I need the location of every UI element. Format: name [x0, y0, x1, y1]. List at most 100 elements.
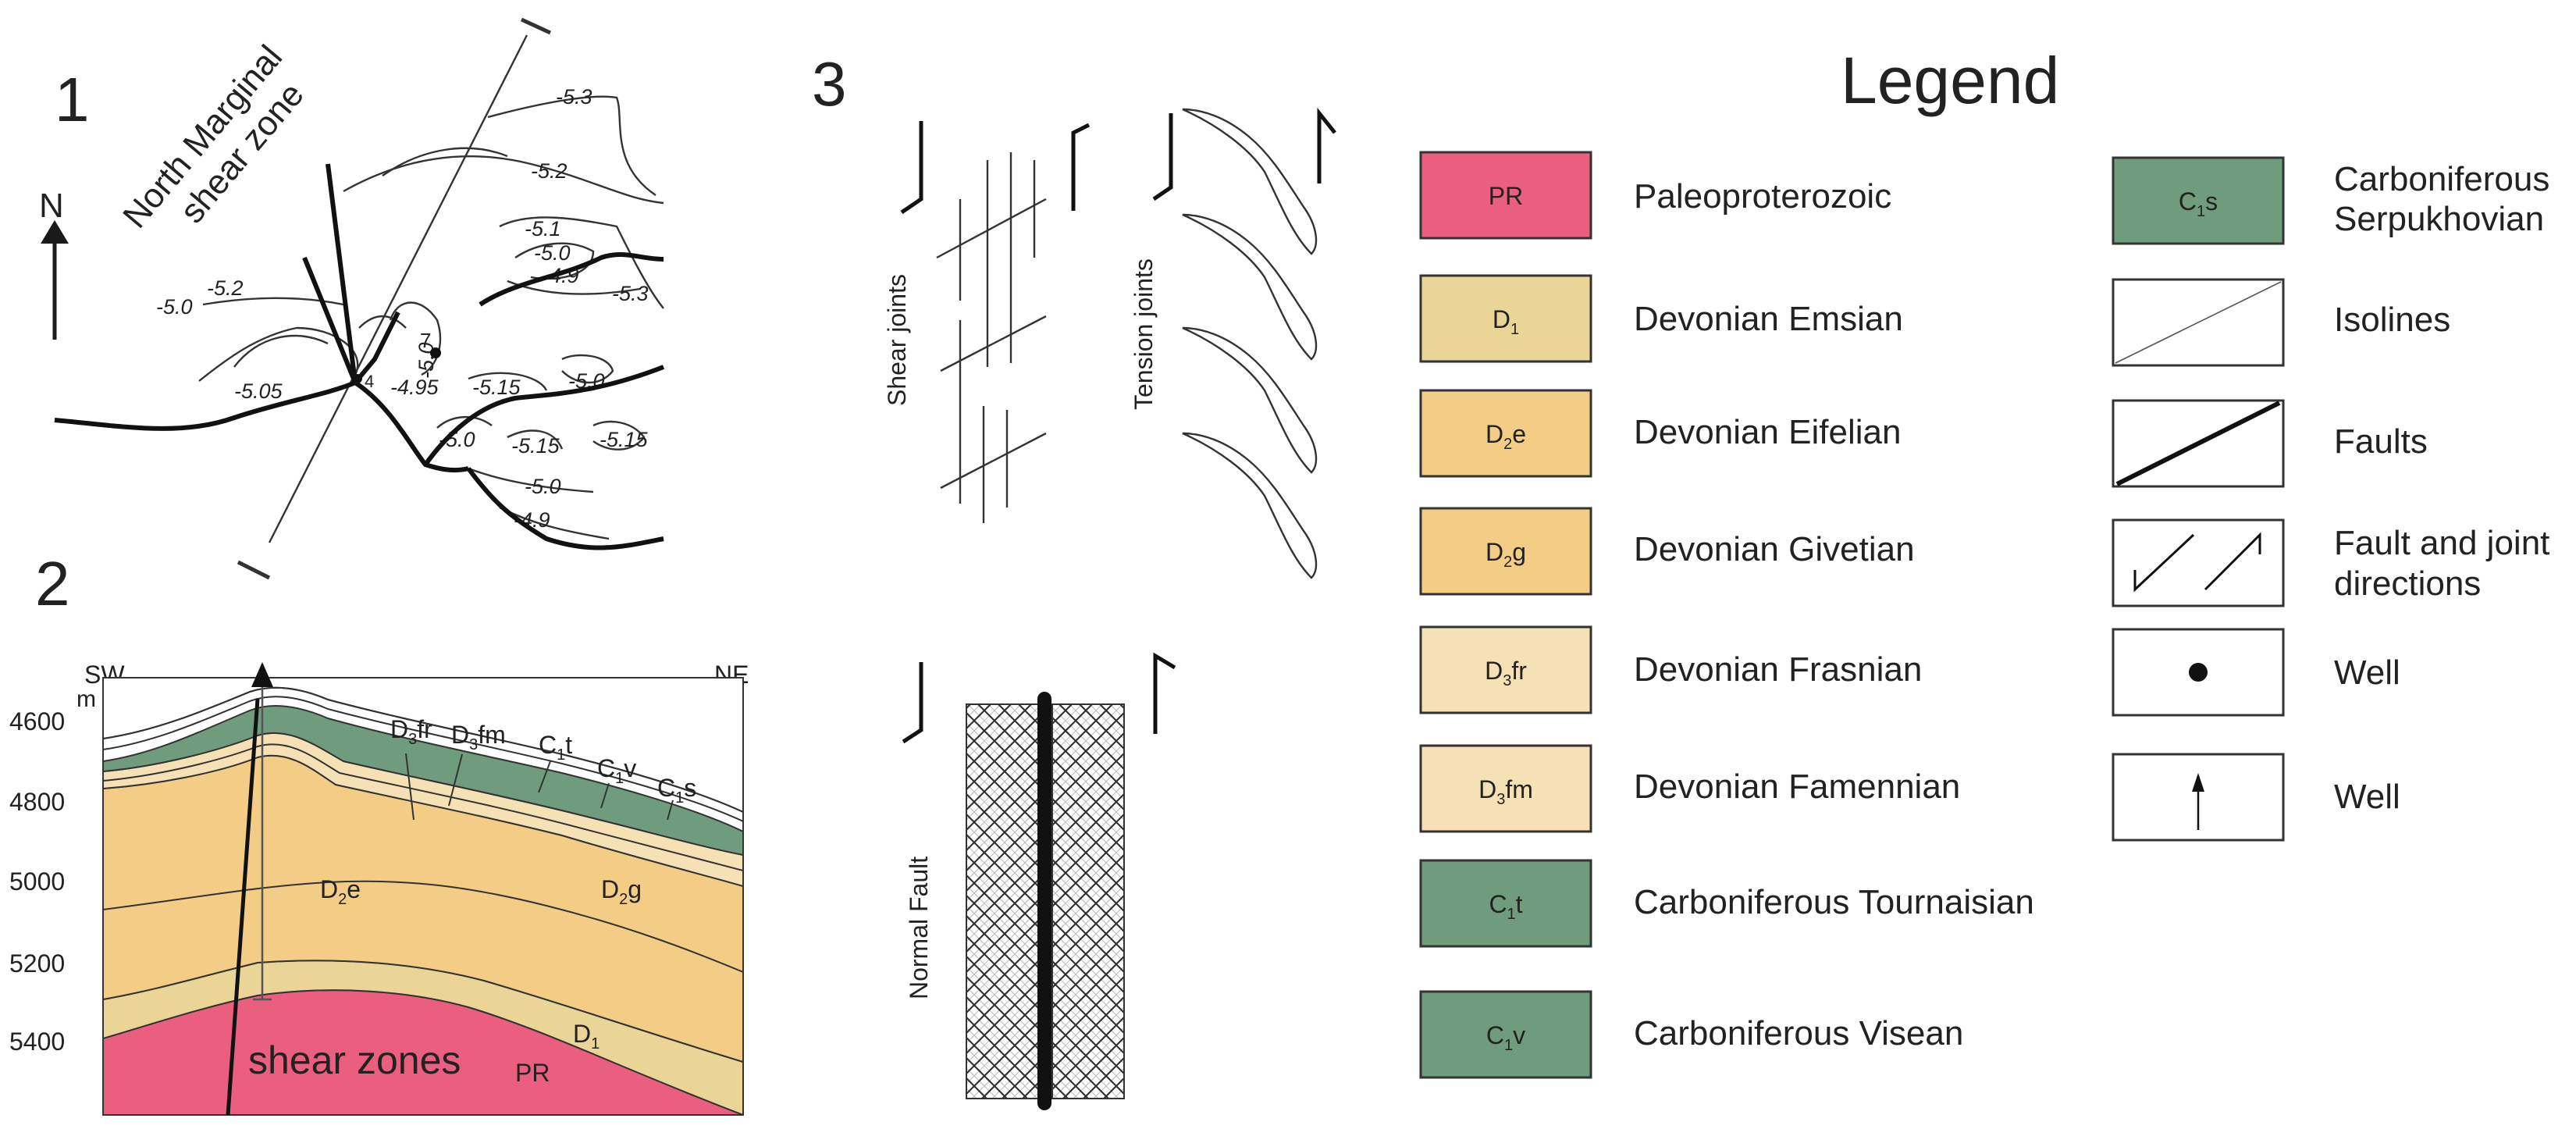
fault: [326, 163, 358, 383]
swatch-code: PR: [1489, 182, 1523, 210]
swatch-code: C1v: [1486, 1021, 1525, 1054]
boundary-c1t-c1v: [103, 696, 743, 822]
isoline-label: -5.0: [525, 475, 561, 498]
swatch-paleoproterozoic: [1419, 151, 1592, 240]
legend-swatches-left: [1419, 151, 1592, 1079]
stratum-label-d3fr: D3fr: [390, 715, 432, 748]
isoline: [389, 301, 442, 376]
legend-title: Legend: [1841, 44, 2059, 117]
well-arrow-icon: [251, 662, 273, 687]
depth-tick: 5400: [9, 1027, 65, 1056]
depth-tick: 4600: [9, 707, 65, 735]
swatch-carboniferous-serpukhovian: [2112, 156, 2285, 245]
depth-unit: m: [76, 686, 96, 712]
tension-joints: [1182, 108, 1318, 579]
shear-direction-arrows: [900, 107, 1336, 215]
normal-fault-label: Normal Fault: [905, 857, 933, 999]
legend-label: Devonian Frasnian: [1634, 650, 1922, 689]
stratum-label-c1v: C1v: [597, 754, 636, 787]
legend-label: Devonian Famennian: [1634, 768, 1960, 806]
stratum-label-c1t: C1t: [539, 731, 572, 764]
isoline-symbol: [2115, 281, 2282, 364]
legend-label: Carboniferous: [2334, 160, 2549, 198]
depth-tick: 4800: [9, 788, 65, 816]
swatch-carboniferous-visean: [1419, 990, 1592, 1079]
stratum-label-d1: D1: [573, 1020, 600, 1052]
legend-swatch-codes-left: PR D1 D2e D2g D3fr D3fm C1t C1v: [1478, 182, 1533, 1054]
swatch-devonian-emsian: [1419, 274, 1592, 363]
legend-label: directions: [2334, 564, 2481, 603]
legend-label: Faults: [2334, 422, 2428, 461]
boundary-top: [103, 686, 743, 813]
isoline-labels: -5.3 -5.2 -5.1 -5.0 -4.9 -5.3 -5.2 -5.0 …: [156, 85, 649, 532]
fault: [354, 380, 469, 473]
legend: Legend PR D1 D2e D2g D3fr D3fm C1t C1v P…: [1419, 44, 2549, 1079]
isoline: [499, 216, 664, 309]
fault: [302, 256, 358, 384]
isoline-label: -5.15: [511, 434, 560, 458]
isoline: [233, 334, 329, 368]
legend-label: Isolines: [2334, 301, 2450, 339]
stratum-label-d2g: D2g: [601, 875, 642, 908]
fault: [466, 467, 664, 550]
isoline-label: -5.15: [600, 428, 649, 451]
legend-label: Serpukhovian: [2334, 200, 2544, 238]
swatch-devonian-givetian: [1419, 507, 1592, 596]
shear-joints-label: Shear joints: [883, 274, 911, 406]
panel-2-section: 2 SW NE m 4600 4800 5000 5200 5400: [9, 549, 749, 1116]
isoline: [343, 155, 664, 205]
legend-swatches-right: [2112, 156, 2285, 842]
swatch-directions: [2112, 518, 2285, 607]
fault-hatch-right: [1051, 703, 1125, 1099]
swatch-devonian-eifelian: [1419, 389, 1592, 478]
isoline: [202, 297, 344, 306]
isoline-label: -5.15: [472, 376, 521, 399]
stratum-label-d2e: D2e: [320, 875, 361, 908]
swatch-code: D2e: [1485, 420, 1526, 453]
strata-leader-lines: [405, 753, 674, 821]
shear-joints: [936, 152, 1047, 523]
isoline-label: -5.0: [156, 295, 193, 319]
stratum-label-pr: PR: [515, 1059, 550, 1087]
isoline: [382, 147, 508, 176]
fault-hatch-left: [966, 703, 1045, 1099]
section-line: [237, 17, 552, 580]
legend-label: Well: [2334, 778, 2400, 816]
legend-label: Devonian Givetian: [1634, 530, 1915, 568]
fault: [54, 380, 357, 431]
swatch-devonian-famennian: [1419, 744, 1592, 833]
legend-label: Carboniferous Tournaisian: [1634, 883, 2034, 921]
swatch-code: D1: [1493, 305, 1519, 338]
direction-symbol: [2133, 532, 2261, 593]
legend-label: Carboniferous Visean: [1634, 1014, 1963, 1052]
well-number: 4: [365, 372, 374, 391]
isoline-label: -5.3: [612, 282, 649, 305]
swatch-code: C1t: [1489, 890, 1522, 923]
shear-zone-label: North Marginal shear zone: [116, 38, 311, 236]
isoline-label: -5.3: [556, 85, 592, 109]
normal-fault-diagram: [902, 652, 1176, 1110]
map-wells: 7 4: [353, 329, 441, 391]
swatch-code: D3fr: [1485, 657, 1527, 689]
fault-symbol: [2115, 401, 2281, 486]
depth-axis: 4600 4800 5000 5200 5400: [9, 707, 65, 1056]
tension-joints-label: Tension joints: [1130, 258, 1158, 410]
isoline: [468, 372, 548, 391]
section-fault: [226, 698, 260, 1116]
layer-carboniferous: [103, 704, 743, 857]
legend-label: Devonian Emsian: [1634, 300, 1903, 338]
isoline: [198, 326, 359, 382]
strata-labels: D3fr D3fm C1t C1v C1s D2e D2g D1 PR: [320, 715, 696, 1087]
swatch-code: D3fm: [1478, 775, 1533, 808]
well-dot-icon: [2189, 663, 2208, 682]
swatch-code: D2g: [1485, 538, 1526, 571]
legend-labels-right: Carboniferous Serpukhovian Isolines Faul…: [2334, 160, 2549, 816]
legend-label: Fault and joint: [2334, 524, 2549, 562]
stratum-label-c1s: C1s: [657, 774, 696, 807]
isoline: [514, 242, 595, 280]
north-label: N: [39, 187, 64, 225]
isoline: [507, 429, 564, 450]
isoline-label: -5.2: [531, 159, 568, 183]
isoline-label: -5.05: [234, 379, 283, 403]
map-isolines: [198, 95, 664, 540]
